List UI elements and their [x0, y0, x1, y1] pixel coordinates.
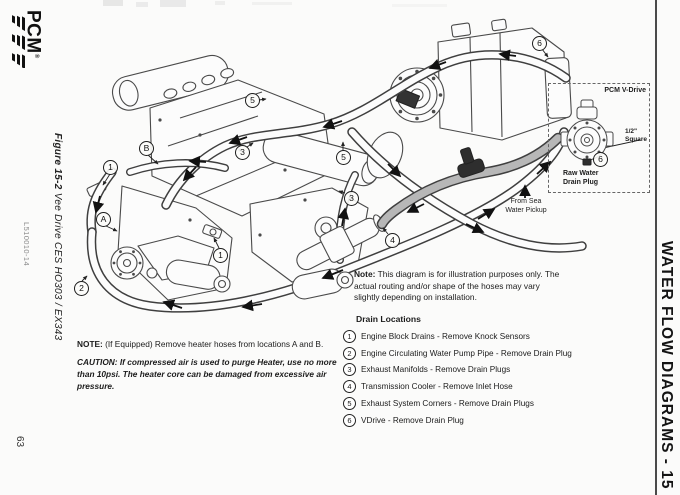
drain-location-number: 4 — [343, 380, 356, 394]
vdrive-drawing — [560, 99, 614, 166]
drain-location-number: 5 — [343, 397, 356, 411]
drain-location-number: 3 — [343, 363, 356, 377]
scan-artifact — [215, 1, 225, 5]
pcm-logo-waves-icon — [11, 15, 25, 68]
scan-artifact — [160, 0, 186, 7]
drain-location-text: Exhaust System Corners - Remove Drain Pl… — [361, 399, 534, 409]
drain-locations-list: 1 Engine Block Drains - Remove Knock Sen… — [343, 328, 643, 429]
chapter-tab: WATER FLOW DIAGRAMS - 15 — [658, 241, 675, 490]
drain-location-item: 5 Exhaust System Corners - Remove Drain … — [343, 395, 643, 412]
inset-title: PCM V-Drive — [604, 87, 646, 94]
drain-location-item: 1 Engine Block Drains - Remove Knock Sen… — [343, 328, 643, 345]
illustration-note: Note: This diagram is for illustration p… — [354, 269, 560, 303]
drain-location-text: VDrive - Remove Drain Plug — [361, 415, 464, 425]
flow-arrows — [92, 49, 552, 312]
drain-location-number: 6 — [343, 413, 356, 427]
scan-artifact — [252, 2, 292, 5]
pcm-logo: PCM® — [6, 10, 44, 68]
drain-location-text: Transmission Cooler - Remove Inlet Hose — [361, 382, 513, 392]
drain-location-text: Engine Block Drains - Remove Knock Senso… — [361, 331, 530, 341]
raw-water-hose — [376, 132, 564, 230]
document-code: L510010-14 — [22, 222, 31, 267]
drain-location-item: 6 VDrive - Remove Drain Plug — [343, 412, 643, 429]
caution-note: CAUTION: If compressed air is used to pu… — [77, 357, 337, 391]
drain-location-text: Exhaust Manifolds - Remove Drain Plugs — [361, 365, 511, 375]
side-rule — [655, 0, 657, 495]
drain-location-text: Engine Circulating Water Pump Pipe - Rem… — [361, 348, 572, 358]
vdrive-inset-box: PCM V-Drive 1/2" Square Raw Water Drain … — [548, 83, 650, 193]
raw-water-drain-plug-label: Raw Water Drain Plug — [563, 170, 599, 186]
scan-artifact — [136, 2, 148, 7]
drain-location-number: 1 — [343, 329, 356, 343]
drain-location-number: 2 — [343, 346, 356, 360]
from-sea-water-pickup-label: From Sea Water Pickup — [505, 198, 547, 215]
figure-caption: Figure 15-2 Vee Drive CES HO303 / EX343 — [52, 133, 63, 341]
scan-artifact — [103, 0, 123, 6]
drain-location-item: 3 Exhaust Manifolds - Remove Drain Plugs — [343, 362, 643, 379]
drain-locations-heading: Drain Locations — [356, 314, 421, 324]
scan-artifact — [392, 4, 447, 7]
drain-location-item: 4 Transmission Cooler - Remove Inlet Hos… — [343, 378, 643, 395]
heater-hose-note: NOTE: (If Equipped) Remove heater hoses … — [77, 339, 324, 349]
half-inch-square-label: 1/2" Square — [625, 128, 648, 144]
starter-motor-art — [165, 259, 354, 300]
page-number: 63 — [14, 436, 25, 448]
hose-fitting — [457, 147, 485, 178]
drain-location-item: 2 Engine Circulating Water Pump Pipe - R… — [343, 345, 643, 362]
transmission-cooler-art — [296, 214, 385, 271]
